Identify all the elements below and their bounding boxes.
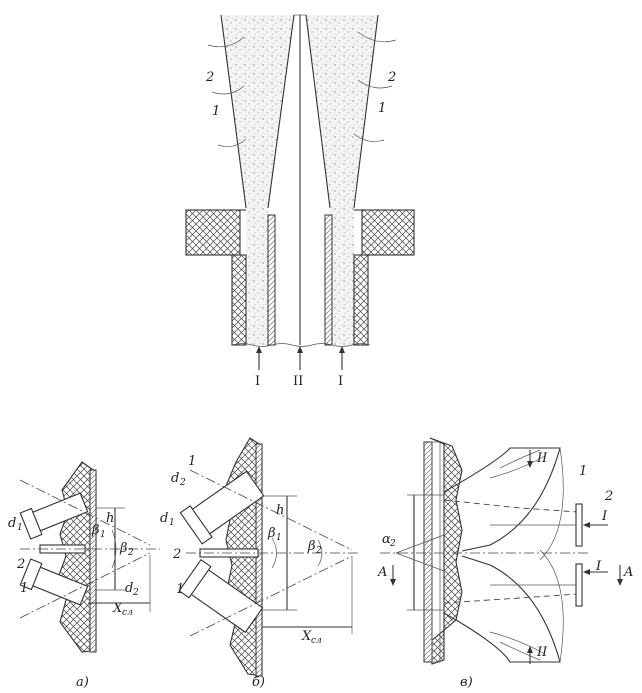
caption-c: в) (460, 675, 473, 690)
top-burner-diagram: 2 1 2 1 I II I (185, 14, 415, 389)
c-label-2: 2 (604, 489, 613, 504)
c-I-top: I (601, 509, 608, 524)
svg-text:2: 2 (127, 548, 134, 558)
diagram-a: d 1 2 1 β 1 β 2 h d 2 X сл а) (8, 461, 160, 690)
right-label-2: 2 (387, 70, 396, 85)
svg-text:1: 1 (100, 530, 106, 540)
a-xsl: X (112, 601, 123, 616)
left-label-1: 1 (212, 104, 220, 119)
svg-text:2: 2 (315, 546, 322, 556)
b-label-1-top: 1 (188, 454, 196, 469)
svg-text:сл: сл (311, 636, 322, 646)
right-label-1: 1 (378, 101, 386, 116)
svg-text:2: 2 (389, 539, 396, 549)
inlet-I-left: I (255, 374, 260, 389)
left-nozzle-fill (246, 210, 268, 345)
caption-a: а) (76, 675, 89, 690)
left-label-2: 2 (205, 70, 214, 85)
b-h: h (276, 503, 284, 518)
diagram-c: α 2 A A II II 1 2 I I в) (377, 437, 633, 690)
a-beta2: β (119, 541, 128, 556)
b-beta1: β (267, 526, 276, 541)
a-h: h (106, 511, 114, 526)
diagram-b: d 2 1 d 1 2 1 h β 1 β 2 X сл б) (160, 437, 360, 690)
right-nozzle-fill (330, 210, 354, 345)
a-label-2: 2 (16, 557, 25, 572)
b-beta2: β (307, 539, 316, 554)
furnace-wall-left (185, 209, 241, 256)
b-d2: d (171, 471, 179, 486)
c-alpha: α (382, 532, 391, 547)
c-label-1: 1 (579, 464, 587, 479)
b-xsl: X (301, 629, 312, 644)
b-d1: d (160, 511, 168, 526)
svg-text:сл: сл (122, 608, 133, 618)
a-d1: d (8, 516, 16, 531)
a-beta1: β (91, 523, 100, 538)
inlet-I-right: I (338, 374, 343, 389)
left-flame-jet (221, 15, 294, 210)
caption-b: б) (252, 675, 265, 690)
svg-text:2: 2 (179, 478, 186, 488)
c-II-bottom: II (536, 645, 548, 660)
svg-text:1: 1 (276, 533, 282, 543)
inlet-II: II (293, 374, 303, 389)
a-label-1: 1 (20, 581, 28, 596)
c-II-top: II (536, 451, 548, 466)
b-label-2: 2 (172, 547, 181, 562)
a-d2: d (125, 581, 133, 596)
swirl-arrows (207, 31, 397, 147)
b-label-1-bottom: 1 (176, 582, 184, 597)
svg-text:1: 1 (169, 518, 175, 528)
furnace-wall-right (361, 209, 415, 256)
svg-text:2: 2 (132, 588, 139, 598)
c-I-bottom: I (595, 559, 602, 574)
svg-text:1: 1 (17, 523, 23, 533)
c-A-right: A (623, 565, 633, 580)
c-A-left: A (377, 565, 387, 580)
